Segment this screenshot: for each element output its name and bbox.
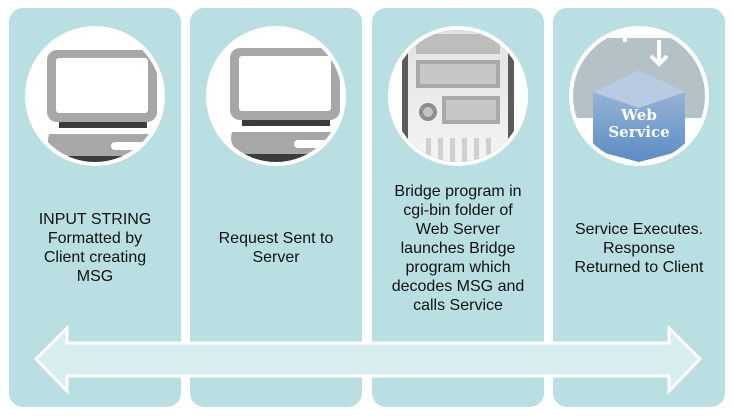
service-label: Service	[608, 123, 669, 141]
step-text-3: Bridge program in cgi-bin folder of Web …	[391, 182, 525, 314]
server-tower-icon	[388, 26, 528, 166]
laptop-icon	[25, 26, 165, 166]
step-panel-1: INPUT STRING Formatted by Client creatin…	[9, 8, 181, 407]
step-text-4: Service Executes. Response Returned to C…	[574, 220, 704, 276]
step-panel-3: Bridge program in cgi-bin folder of Web …	[372, 8, 544, 407]
laptop-icon	[206, 26, 346, 166]
step-text-2: Request Sent to Server	[218, 230, 334, 266]
web-service-box-icon: Web Service	[569, 26, 709, 166]
step-panel-2: Request Sent to Server	[190, 8, 362, 407]
step-text-1: INPUT STRING Formatted by Client creatin…	[38, 211, 152, 285]
step-panel-4: Web Service Service Executes. Response R…	[553, 8, 725, 407]
web-label: Web	[620, 106, 657, 124]
